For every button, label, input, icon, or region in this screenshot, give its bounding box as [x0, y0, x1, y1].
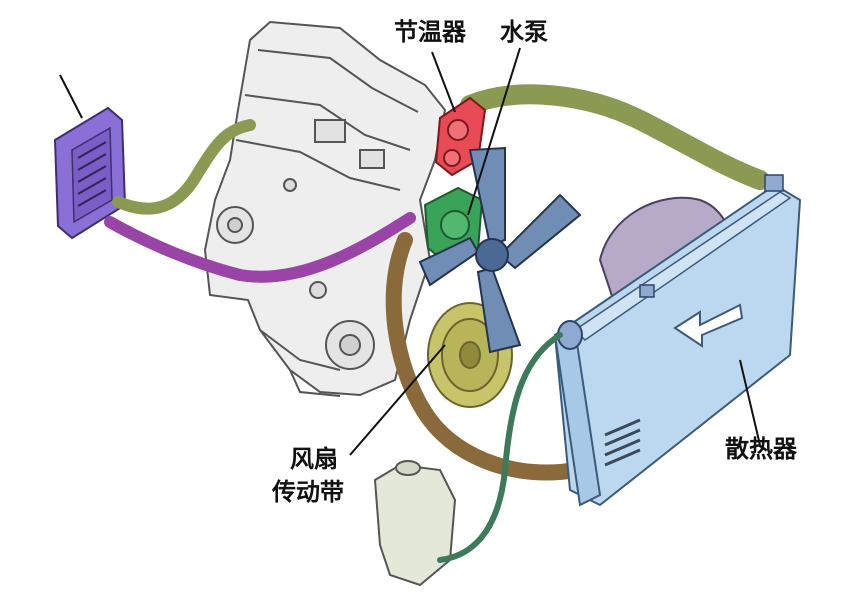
lower-radiator-hose: [385, 232, 583, 481]
label-fan-belt-line1: 风扇: [290, 445, 338, 473]
leader-water-pump: [467, 47, 521, 216]
heater-supply-hose: [112, 119, 256, 215]
label-fan-belt-line2: 传动带: [271, 478, 344, 506]
label-water-pump: 水泵: [500, 18, 548, 46]
upper-radiator-hose: [460, 84, 770, 190]
leader-heater-core: [59, 74, 83, 119]
overflow-hose: [437, 332, 563, 563]
label-thermostat: 节温器: [394, 18, 467, 46]
radiator: [553, 174, 802, 507]
engine-block: [203, 20, 447, 397]
leader-thermostat: [431, 51, 456, 113]
coolant-reservoir: [373, 460, 457, 587]
leader-radiator: [739, 359, 761, 446]
heater-core: [53, 106, 127, 240]
leader-fan-belt: [349, 344, 446, 456]
cooling-fan: [418, 146, 582, 354]
heater-return-hose: [104, 212, 416, 283]
label-radiator: 散热器: [725, 435, 798, 463]
